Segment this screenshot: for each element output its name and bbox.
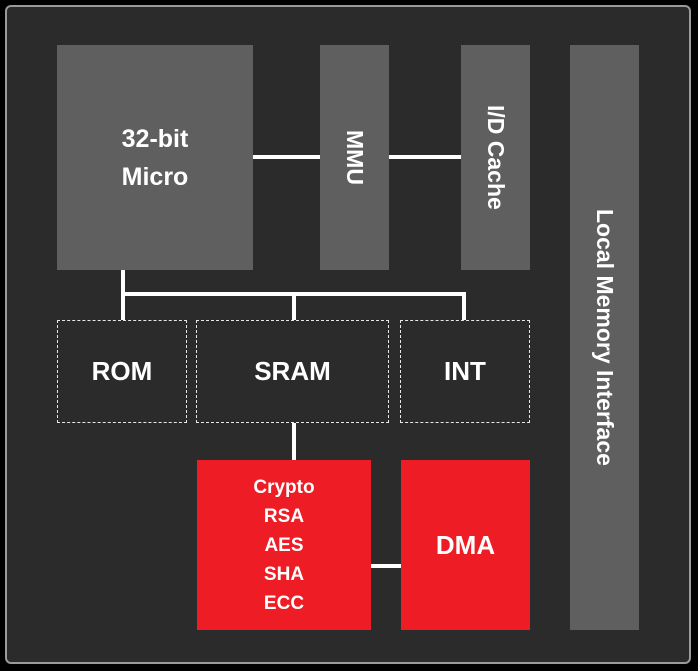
cache-block: I/D Cache (461, 45, 530, 270)
wire-micro-mmu (253, 155, 320, 159)
wire-bus-rom (121, 292, 125, 320)
crypto-label: Crypto RSA AES SHA ECC (253, 476, 315, 614)
wire-mmu-cache (389, 155, 461, 159)
mmu-label: MMU (342, 130, 368, 185)
crypto-block: Crypto RSA AES SHA ECC (197, 460, 371, 630)
wire-micro-bus-down (121, 270, 125, 295)
cache-label: I/D Cache (483, 105, 509, 210)
int-block: INT (400, 320, 530, 423)
wire-bus-int (462, 292, 466, 320)
micro-block: 32-bit Micro (57, 45, 253, 270)
dma-block: DMA (401, 460, 530, 630)
mmu-block: MMU (320, 45, 389, 270)
micro-label: 32-bit Micro (121, 124, 189, 191)
dma-label: DMA (435, 529, 496, 560)
sram-label: SRAM (254, 356, 331, 386)
local-memory-interface-block: Local Memory Interface (570, 45, 639, 630)
wire-crypto-dma (371, 564, 401, 568)
int-label: INT (444, 356, 486, 386)
local-memory-interface-label: Local Memory Interface (592, 209, 618, 466)
sram-block: SRAM (196, 320, 389, 423)
rom-block: ROM (57, 320, 187, 423)
wire-sram-crypto (292, 423, 296, 460)
wire-bus-sram (292, 292, 296, 320)
rom-label: ROM (91, 356, 153, 386)
